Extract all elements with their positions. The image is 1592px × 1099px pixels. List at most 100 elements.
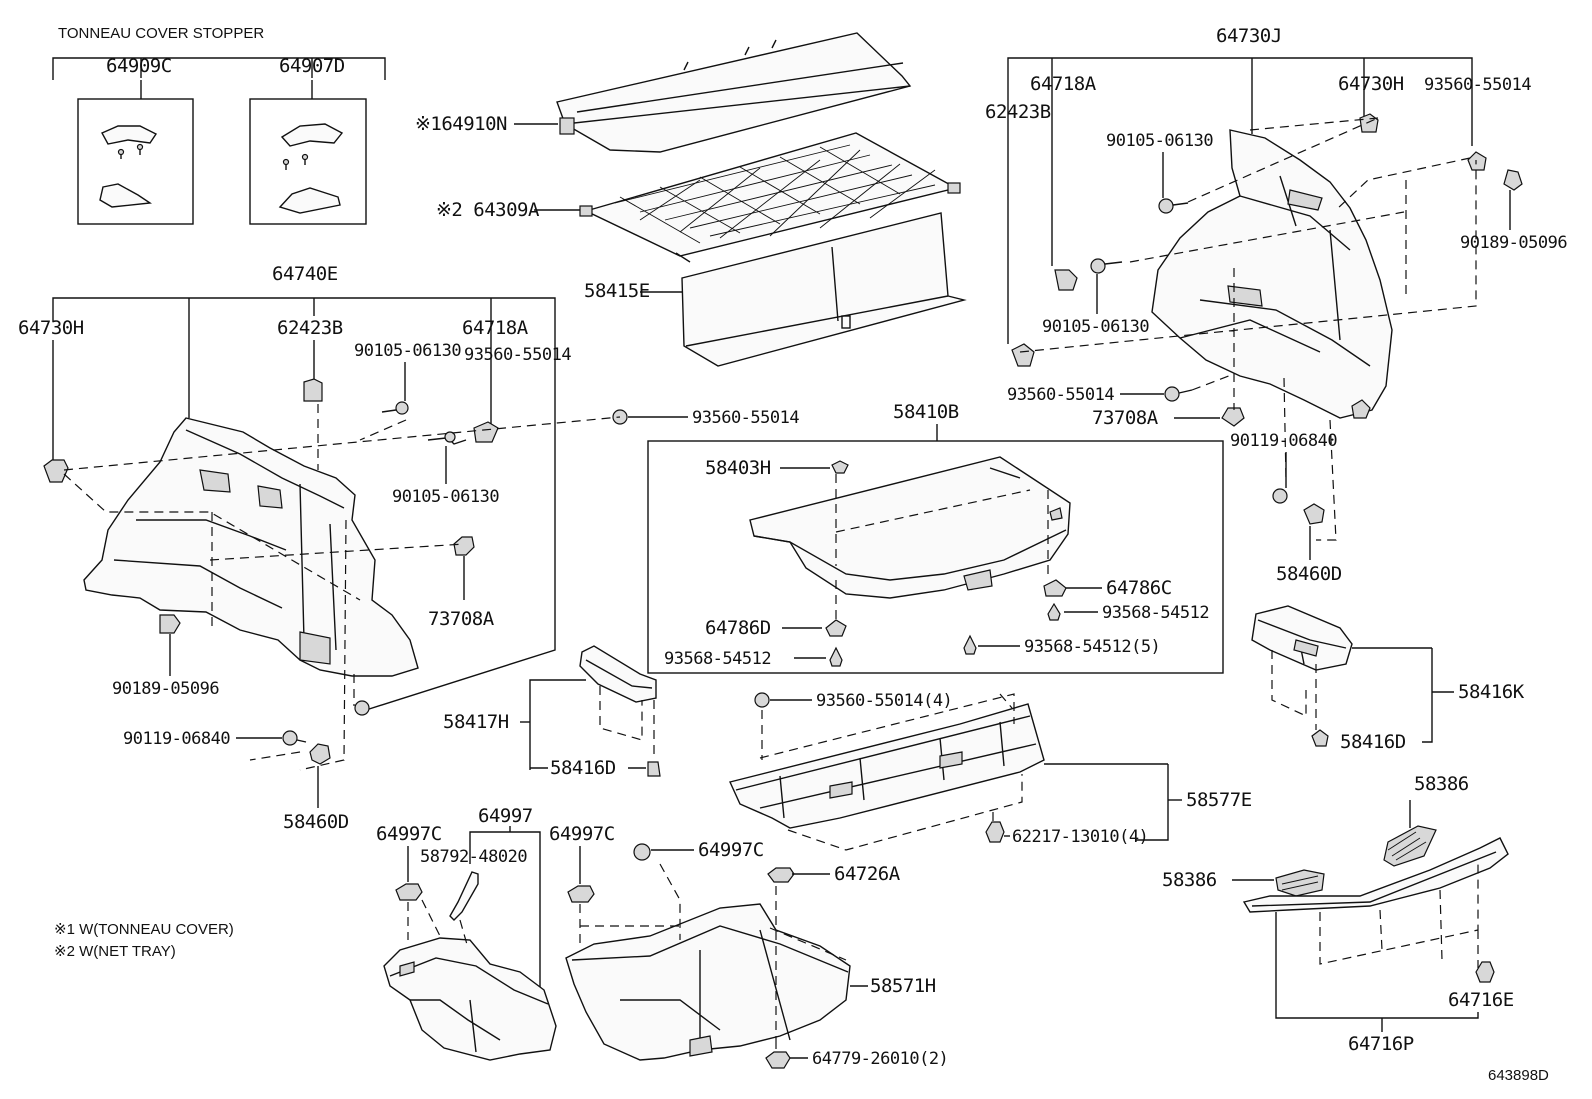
part-58416D-right-label[interactable]: 58416D [1340,731,1406,753]
part-58410B-label[interactable]: 58410B [893,401,959,423]
screw-93568-a [1047,602,1061,621]
clip-64997C-top [633,843,651,861]
part-93560-55014-4-label[interactable]: 93560-55014(4) [816,691,953,711]
part-90105-06130-right-b-label[interactable]: 90105-06130 [1042,317,1150,337]
part-93568-54512-a-label[interactable]: 93568-54512 [1102,603,1210,623]
part-64997C-top-label[interactable]: 64997C [698,839,764,861]
right-trim-group: 64730J 64718A 62423B 64730H 93560-55014 … [985,25,1568,585]
part-90119-06840-left-label[interactable]: 90119-06840 [123,729,231,749]
part-64716E-label[interactable]: 64716E [1448,989,1514,1011]
clip-64997C-right [567,885,595,903]
top-center-group: ※164910N ※2 64309A 58415E [415,32,967,367]
part-58416D-left-label[interactable]: 58416D [550,757,616,779]
screw-93568-c [963,634,977,655]
clip-64726A [767,867,795,883]
part-64718A-right-label[interactable]: 64718A [1030,73,1097,95]
part-73708A-right-label[interactable]: 73708A [1092,407,1159,429]
part-64730J-label[interactable]: 64730J [1216,25,1282,47]
part-90105-06130-left-b-label[interactable]: 90105-06130 [392,487,500,507]
deck-group: 58410B 58403H 64786C 93568-54512 64786D … [647,401,1224,674]
scuff-plate-group: 58386 58386 64716E 64716P [1162,773,1514,1055]
clip-64997C-left [395,883,423,901]
part-90189-05096-left-label[interactable]: 90189-05096 [112,679,220,699]
screw-right-trim [1351,399,1371,419]
part-58417H-label[interactable]: 58417H [443,711,509,733]
part-64907D-label[interactable]: 64907D [279,55,345,77]
part-64779-26010-2-label[interactable]: 64779-26010(2) [812,1049,949,1069]
part-58386-left-label[interactable]: 58386 [1162,869,1217,891]
part-90105-06130-left-a-label[interactable]: 90105-06130 [354,341,462,361]
part-64726A-label[interactable]: 64726A [834,863,901,885]
garnish-58386-left [1275,869,1325,897]
part-64909C-label[interactable]: 64909C [106,55,172,77]
clip-73708A-right [1221,407,1245,427]
part-93560-55014-right-a-label[interactable]: 93560-55014 [1424,75,1532,95]
part-90189-05096-right-label[interactable]: 90189-05096 [1460,233,1568,253]
note-net-tray: ※2 W(NET TRAY) [54,943,176,960]
clip-64730H-right [1359,113,1379,133]
part-64997C-left-label[interactable]: 64997C [376,823,442,845]
clip-64786D [825,619,847,637]
part-62217-13010-4-label[interactable]: 62217-13010(4) [1012,827,1149,847]
clip-64730H-left [43,459,69,483]
bolt-90119-left [282,730,298,746]
bolt-90119-right [1272,488,1288,504]
part-64786D-label[interactable]: 64786D [705,617,771,639]
part-73708A-left-label[interactable]: 73708A [428,608,495,630]
clip-64718A-right [1054,269,1078,291]
part-62423B-right-label[interactable]: 62423B [985,101,1051,123]
stopper-left-upper [101,125,158,145]
part-93568-54512-b-label[interactable]: 93568-54512 [664,649,772,669]
part-58460D-right-label[interactable]: 58460D [1276,563,1342,585]
part-93560-55014-right-b-label[interactable]: 93560-55014 [1007,385,1115,405]
part-93560-55014-left-a-label[interactable]: 93560-55014 [464,345,572,365]
clip-64779 [765,1051,791,1069]
clip-73708A-left [453,536,475,556]
part-58792-48020-label[interactable]: 58792-48020 [420,847,528,867]
notes-group: ※1 W(TONNEAU COVER) ※2 W(NET TRAY) [54,921,234,960]
part-58416K-label[interactable]: 58416K [1458,681,1525,703]
part-58386-top-label[interactable]: 58386 [1414,773,1469,795]
part-58460D-left-label[interactable]: 58460D [283,811,349,833]
right-side-trim [1151,129,1393,419]
stopper-right-box [249,98,367,225]
small-tray-group: 58417H 58416D [443,645,661,779]
bolt-90105-left-b [427,431,456,443]
clip-58416D-right [1311,729,1329,747]
stopper-left-lower [99,183,153,208]
diagram-code: 643898D [1488,1067,1549,1084]
part-64730H-left-label[interactable]: 64730H [18,317,84,339]
clip-58403H [831,460,849,474]
small-tray [579,645,657,703]
part-64997-label[interactable]: 64997 [478,805,533,827]
part-64786C-label[interactable]: 64786C [1106,577,1172,599]
rear-panel-group: 93560-55014(4) 58577E 62217-13010(4) [729,691,1252,851]
bolt-90105-right-a [1158,198,1174,214]
clip-90189-right [1503,169,1523,191]
left-side-trim [83,417,419,677]
part-62423B-left-label[interactable]: 62423B [277,317,343,339]
part-64309A-label[interactable]: ※2 64309A [436,199,540,221]
part-93568-54512-c-label[interactable]: 93568-54512(5) [1024,637,1161,657]
deck-floor-board [749,456,1071,599]
bolt-90105-left-a [381,401,409,415]
part-64740E-label[interactable]: 64740E [272,263,338,285]
part-64910N-label[interactable]: ※164910N [415,113,508,135]
clip-64786C [1043,579,1067,597]
clip-62217 [985,821,1005,843]
part-64730H-right-label[interactable]: 64730H [1338,73,1404,95]
part-93560-55014-left-b-label[interactable]: 93560-55014 [692,408,800,428]
screw-93560-right-b [1164,386,1180,402]
part-64718A-left-label[interactable]: 64718A [462,317,529,339]
part-64997C-right-label[interactable]: 64997C [549,823,615,845]
part-58577E-label[interactable]: 58577E [1186,789,1252,811]
part-90105-06130-right-a-label[interactable]: 90105-06130 [1106,131,1214,151]
part-90119-06840-right-label[interactable]: 90119-06840 [1230,431,1338,451]
part-58415E-label[interactable]: 58415E [584,280,650,302]
strap-58792 [449,871,479,921]
part-58571H-label[interactable]: 58571H [870,975,936,997]
part-64716P-label[interactable]: 64716P [1348,1033,1414,1055]
stopper-left-box [77,98,194,225]
part-58403H-label[interactable]: 58403H [705,457,771,479]
